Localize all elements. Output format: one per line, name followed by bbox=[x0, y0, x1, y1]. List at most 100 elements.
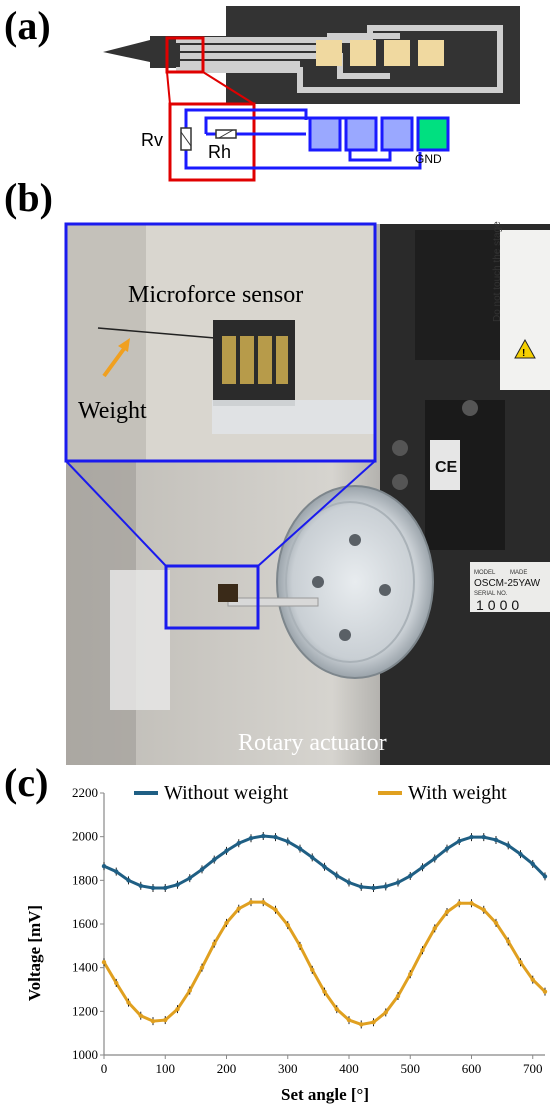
warning-mark: ! bbox=[522, 348, 525, 359]
x-tick-label: 500 bbox=[401, 1061, 421, 1076]
warning-icon bbox=[514, 338, 536, 359]
data-point bbox=[469, 834, 474, 840]
data-point bbox=[346, 880, 352, 885]
y-tick-label: 2000 bbox=[72, 829, 98, 844]
data-point bbox=[114, 980, 119, 986]
data-point bbox=[493, 920, 499, 926]
data-point bbox=[432, 856, 437, 861]
data-point bbox=[187, 875, 192, 881]
data-point bbox=[163, 1017, 168, 1023]
data-point bbox=[469, 901, 474, 906]
motor-made-caption: MADE bbox=[510, 570, 527, 576]
data-point bbox=[371, 1020, 376, 1025]
rv-label: Rv bbox=[141, 130, 163, 150]
zoom-line-right-b bbox=[257, 460, 376, 567]
data-point bbox=[334, 1006, 339, 1012]
photo-setup: Do not touch the stage ! CE MODEL MADE O… bbox=[64, 221, 550, 765]
data-point bbox=[457, 838, 462, 844]
data-point bbox=[248, 835, 254, 841]
data-point bbox=[481, 907, 486, 913]
data-point bbox=[114, 869, 119, 874]
data-point bbox=[199, 867, 205, 872]
data-point bbox=[322, 989, 327, 994]
data-point bbox=[359, 1022, 364, 1027]
data-point bbox=[408, 972, 413, 977]
sensor-small bbox=[218, 584, 238, 602]
inset-border bbox=[64, 222, 377, 463]
zoom-line-left-b bbox=[65, 460, 167, 567]
inset-pad-2 bbox=[240, 336, 254, 384]
data-point bbox=[420, 865, 425, 870]
resistor-rv-hatch bbox=[180, 131, 192, 147]
ce-mark: CE bbox=[435, 459, 458, 476]
data-point bbox=[138, 883, 143, 888]
data-point bbox=[444, 909, 450, 915]
motor-label-plate bbox=[470, 562, 550, 612]
circuit-wire-bottom bbox=[184, 150, 422, 170]
data-point bbox=[261, 899, 266, 905]
data-point bbox=[236, 841, 241, 846]
inset-pad-3 bbox=[258, 336, 272, 384]
data-point bbox=[285, 922, 290, 928]
zoom-line-left bbox=[166, 71, 171, 105]
y-tick-label: 1600 bbox=[72, 916, 98, 931]
series-line-1 bbox=[103, 834, 547, 890]
data-point bbox=[481, 834, 486, 840]
motor-serial-caption: SERIAL NO. bbox=[474, 591, 508, 597]
data-point bbox=[310, 855, 315, 860]
data-point bbox=[518, 851, 523, 857]
stage-sign-text: Do not touch the stage bbox=[492, 221, 503, 322]
x-tick-label: 200 bbox=[217, 1061, 237, 1076]
data-point bbox=[273, 907, 278, 913]
panel-a-label: (a) bbox=[4, 3, 51, 48]
data-point bbox=[297, 943, 303, 949]
screw-2 bbox=[392, 474, 408, 490]
data-point bbox=[518, 960, 523, 965]
zoom-line-right bbox=[202, 71, 255, 105]
panel-c-label: (c) bbox=[4, 760, 49, 805]
disc-hole-3 bbox=[379, 584, 391, 596]
legend-label-2: With weight bbox=[408, 782, 507, 804]
gnd-label: GND bbox=[415, 152, 442, 166]
weight-arrow-shaft bbox=[102, 344, 128, 378]
data-point bbox=[371, 885, 376, 891]
actuator-label: Rotary actuator bbox=[238, 730, 387, 756]
x-tick-label: 300 bbox=[278, 1061, 298, 1076]
data-point bbox=[395, 993, 401, 999]
resistor-rh-hatch bbox=[218, 129, 234, 139]
motor-model-caption: MODEL bbox=[474, 570, 496, 576]
data-point bbox=[248, 899, 254, 905]
pad-3 bbox=[384, 40, 410, 66]
data-point bbox=[493, 837, 499, 843]
legend-label-1: Without weight bbox=[164, 782, 289, 804]
sensor-schematic: Rv Rh GND bbox=[103, 6, 520, 182]
ce-plate bbox=[430, 440, 460, 490]
disc-hole-2 bbox=[349, 534, 361, 546]
circuit-pad-1 bbox=[308, 116, 342, 152]
data-point bbox=[542, 874, 548, 879]
data-point bbox=[506, 939, 511, 944]
zoom-box-small bbox=[165, 36, 205, 74]
data-point bbox=[163, 885, 168, 891]
panel-a: (a) Rv Rh bbox=[0, 0, 550, 190]
chart-legend: Without weight With weight bbox=[134, 782, 507, 804]
data-point bbox=[444, 846, 450, 851]
panel-b: (b) Do not touch the stage ! CE bbox=[0, 175, 550, 765]
data-point bbox=[310, 967, 315, 973]
inset-needle bbox=[97, 327, 216, 339]
circuit-wire-top bbox=[184, 108, 308, 128]
zoom-box-photo bbox=[164, 564, 260, 630]
data-point bbox=[285, 839, 290, 844]
data-point bbox=[261, 833, 266, 839]
data-point bbox=[334, 873, 339, 878]
y-tick-label: 2200 bbox=[72, 785, 98, 800]
pad-1 bbox=[316, 40, 342, 66]
screw-1 bbox=[392, 440, 408, 456]
photo-paper bbox=[110, 570, 170, 710]
panel-b-label: (b) bbox=[4, 175, 53, 220]
data-point bbox=[530, 977, 535, 982]
data-point bbox=[432, 926, 437, 931]
